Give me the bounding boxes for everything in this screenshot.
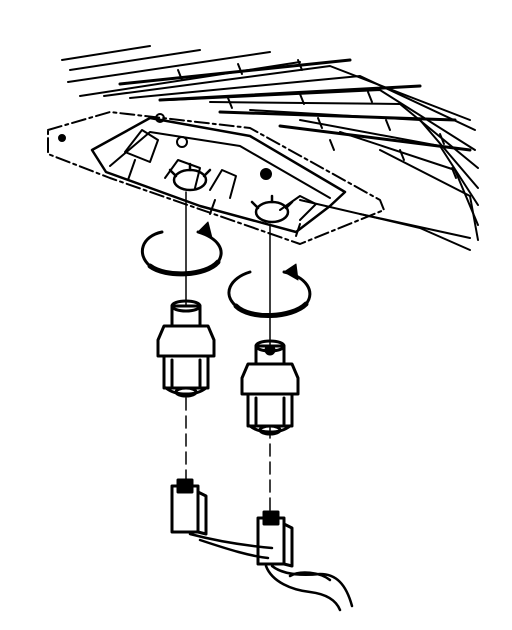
socket-opening-left <box>168 162 212 192</box>
wire-connector-right <box>256 510 294 568</box>
rotation-arrow-left <box>140 221 223 277</box>
socket-opening-right <box>250 194 294 224</box>
bulb-socket-left <box>156 299 216 398</box>
roof-panel <box>61 45 479 251</box>
wire-harness <box>188 532 354 612</box>
wire-connector-left <box>170 478 208 536</box>
bulb-socket-right <box>240 339 300 436</box>
rotation-arrow-right <box>227 263 312 318</box>
